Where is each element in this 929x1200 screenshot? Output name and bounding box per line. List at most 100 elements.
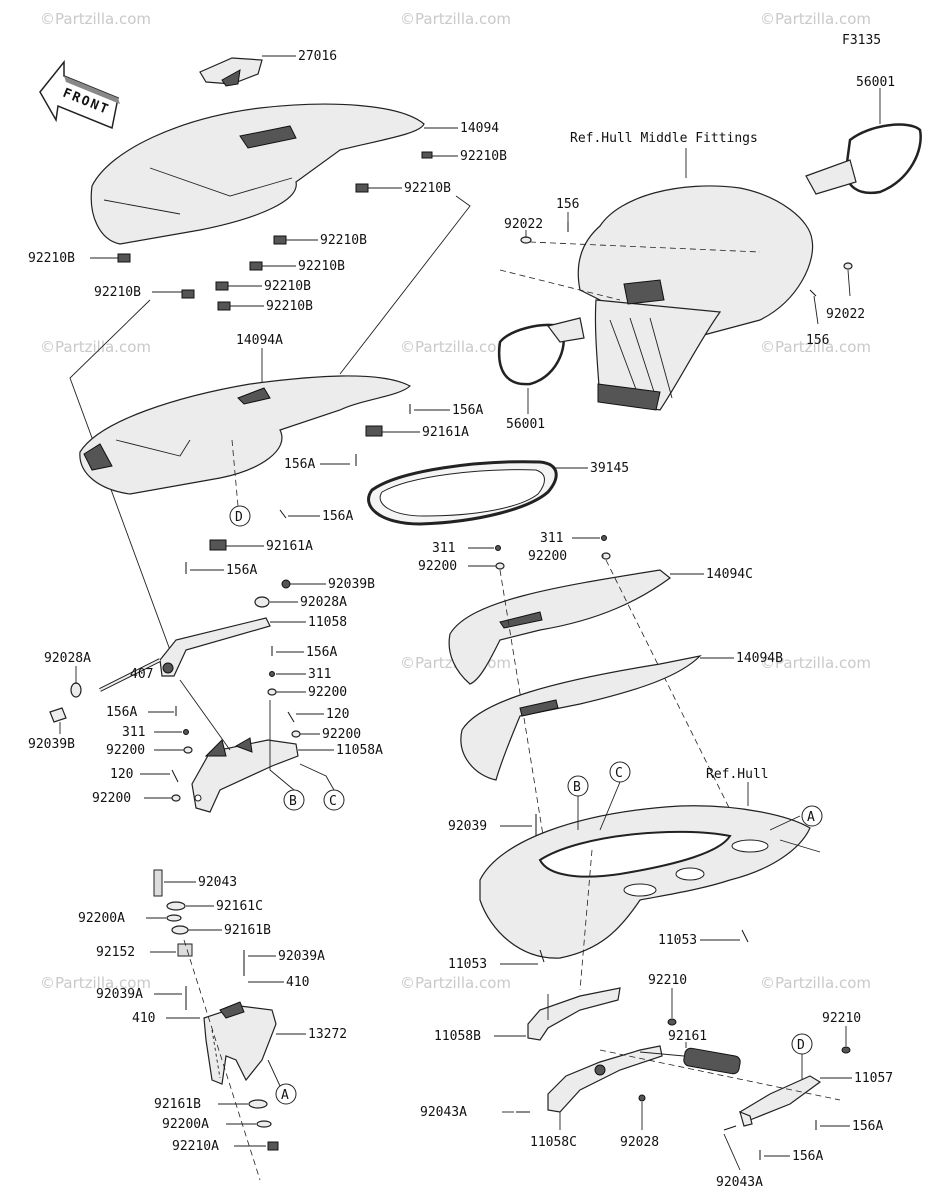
label-156A: 156A [452,403,483,418]
label-92161B: 92161B [154,1097,201,1112]
label-11058A: 11058A [336,743,383,758]
label-92028A: 92028A [300,595,347,610]
label-14094C: 14094C [706,567,753,582]
label-92039B: 92039B [28,737,75,752]
watermark: ©Partzilla.com [40,974,151,992]
part-56001-mirror-left [497,317,585,386]
label-92210A: 92210A [172,1139,219,1154]
label-156A: 156A [322,509,353,524]
label-92200: 92200 [106,743,145,758]
callout-D-label: D [235,510,243,525]
part-27016-handle [199,57,263,87]
part-14094B-panel [460,655,702,781]
label-92161: 92161 [668,1029,707,1044]
hull-body [479,805,811,959]
label-11053: 11053 [448,957,487,972]
part-14094-cover [90,103,425,245]
callout-B [283,789,305,811]
watermark: ©Partzilla.com [40,10,151,28]
part-14094C-panel [448,569,671,685]
front-arrow: FRONT [39,59,120,130]
label-92022: 92022 [826,307,865,322]
label-92043A: 92043A [420,1105,467,1120]
callout-B-label: B [289,794,297,809]
watermark: ©Partzilla.com [760,654,871,672]
label-11058B: 11058B [434,1029,481,1044]
figure-code: F3135 [842,33,881,48]
watermark: ©Partzilla.com [40,338,151,356]
label-27016: 27016 [298,49,337,64]
label-156A: 156A [792,1149,823,1164]
label-92200: 92200 [92,791,131,806]
label-92200: 92200 [308,685,347,700]
label-92200: 92200 [322,727,361,742]
label-92210B: 92210B [320,233,367,248]
label-92200A: 92200A [162,1117,209,1132]
label-92200A: 92200A [78,911,125,926]
label-56001: 56001 [506,417,545,432]
label-92210: 92210 [648,973,687,988]
label-11058: 11058 [308,615,347,630]
label-92022: 92022 [504,217,543,232]
label-11058C: 11058C [530,1135,577,1150]
label-92210: 92210 [822,1011,861,1026]
callout-C [323,789,345,811]
callout-D-label: D [797,1038,805,1053]
label-92039A: 92039A [96,987,143,1002]
callout-B-label: B [573,780,581,795]
part-11058B-bracket [527,987,621,1041]
part-11058A-bracket [191,737,299,813]
watermark: ©Partzilla.com [760,974,871,992]
label-156A: 156A [852,1119,883,1134]
label-311: 311 [308,667,331,682]
label-11057: 11057 [854,1071,893,1086]
watermark: ©Partzilla.com [400,974,511,992]
label-156: 156 [556,197,579,212]
part-14094A-inner-cover [79,375,411,495]
label-11053: 11053 [658,933,697,948]
watermark: ©Partzilla.com [400,10,511,28]
screws-156A [185,404,411,574]
label-311: 311 [540,531,563,546]
label-56001: 56001 [856,75,895,90]
label-14094: 14094 [460,121,499,136]
label-92028A: 92028A [44,651,91,666]
callout-A-label: A [281,1088,289,1103]
label-407: 407 [130,667,153,682]
label-92210B: 92210B [404,181,451,196]
callout-D [229,505,251,527]
part-56001-mirror-right [805,123,922,195]
label-92043: 92043 [198,875,237,890]
label-92039B: 92039B [328,577,375,592]
label-410: 410 [286,975,309,990]
watermark: ©Partzilla.com [760,10,871,28]
label-92210B: 92210B [94,285,141,300]
part-11057-bracket [738,1075,822,1127]
callout-C-label: C [329,794,337,809]
callout-C-label: C [615,766,623,781]
label-92200: 92200 [528,549,567,564]
label-14094A: 14094A [236,333,283,348]
label-92161C: 92161C [216,899,263,914]
callout-A-label: A [807,810,815,825]
ref-hull-middle-fittings: Ref.Hull Middle Fittings [570,131,758,146]
watermark: ©Partzilla.com [760,338,871,356]
label-156A: 156A [306,645,337,660]
label-92161B: 92161B [224,923,271,938]
label-156A: 156A [226,563,257,578]
label-92161A: 92161A [266,539,313,554]
hull-middle-fittings [577,185,814,411]
label-120: 120 [110,767,133,782]
part-39145-seal [367,460,558,526]
label-92210B: 92210B [266,299,313,314]
label-13272: 13272 [308,1027,347,1042]
label-156A: 156A [106,705,137,720]
part-92043-bolt [153,869,163,897]
label-14094B: 14094B [736,651,783,666]
ref-hull: Ref.Hull [706,767,769,782]
label-92161A: 92161A [422,425,469,440]
label-92152: 92152 [96,945,135,960]
label-156: 156 [806,333,829,348]
